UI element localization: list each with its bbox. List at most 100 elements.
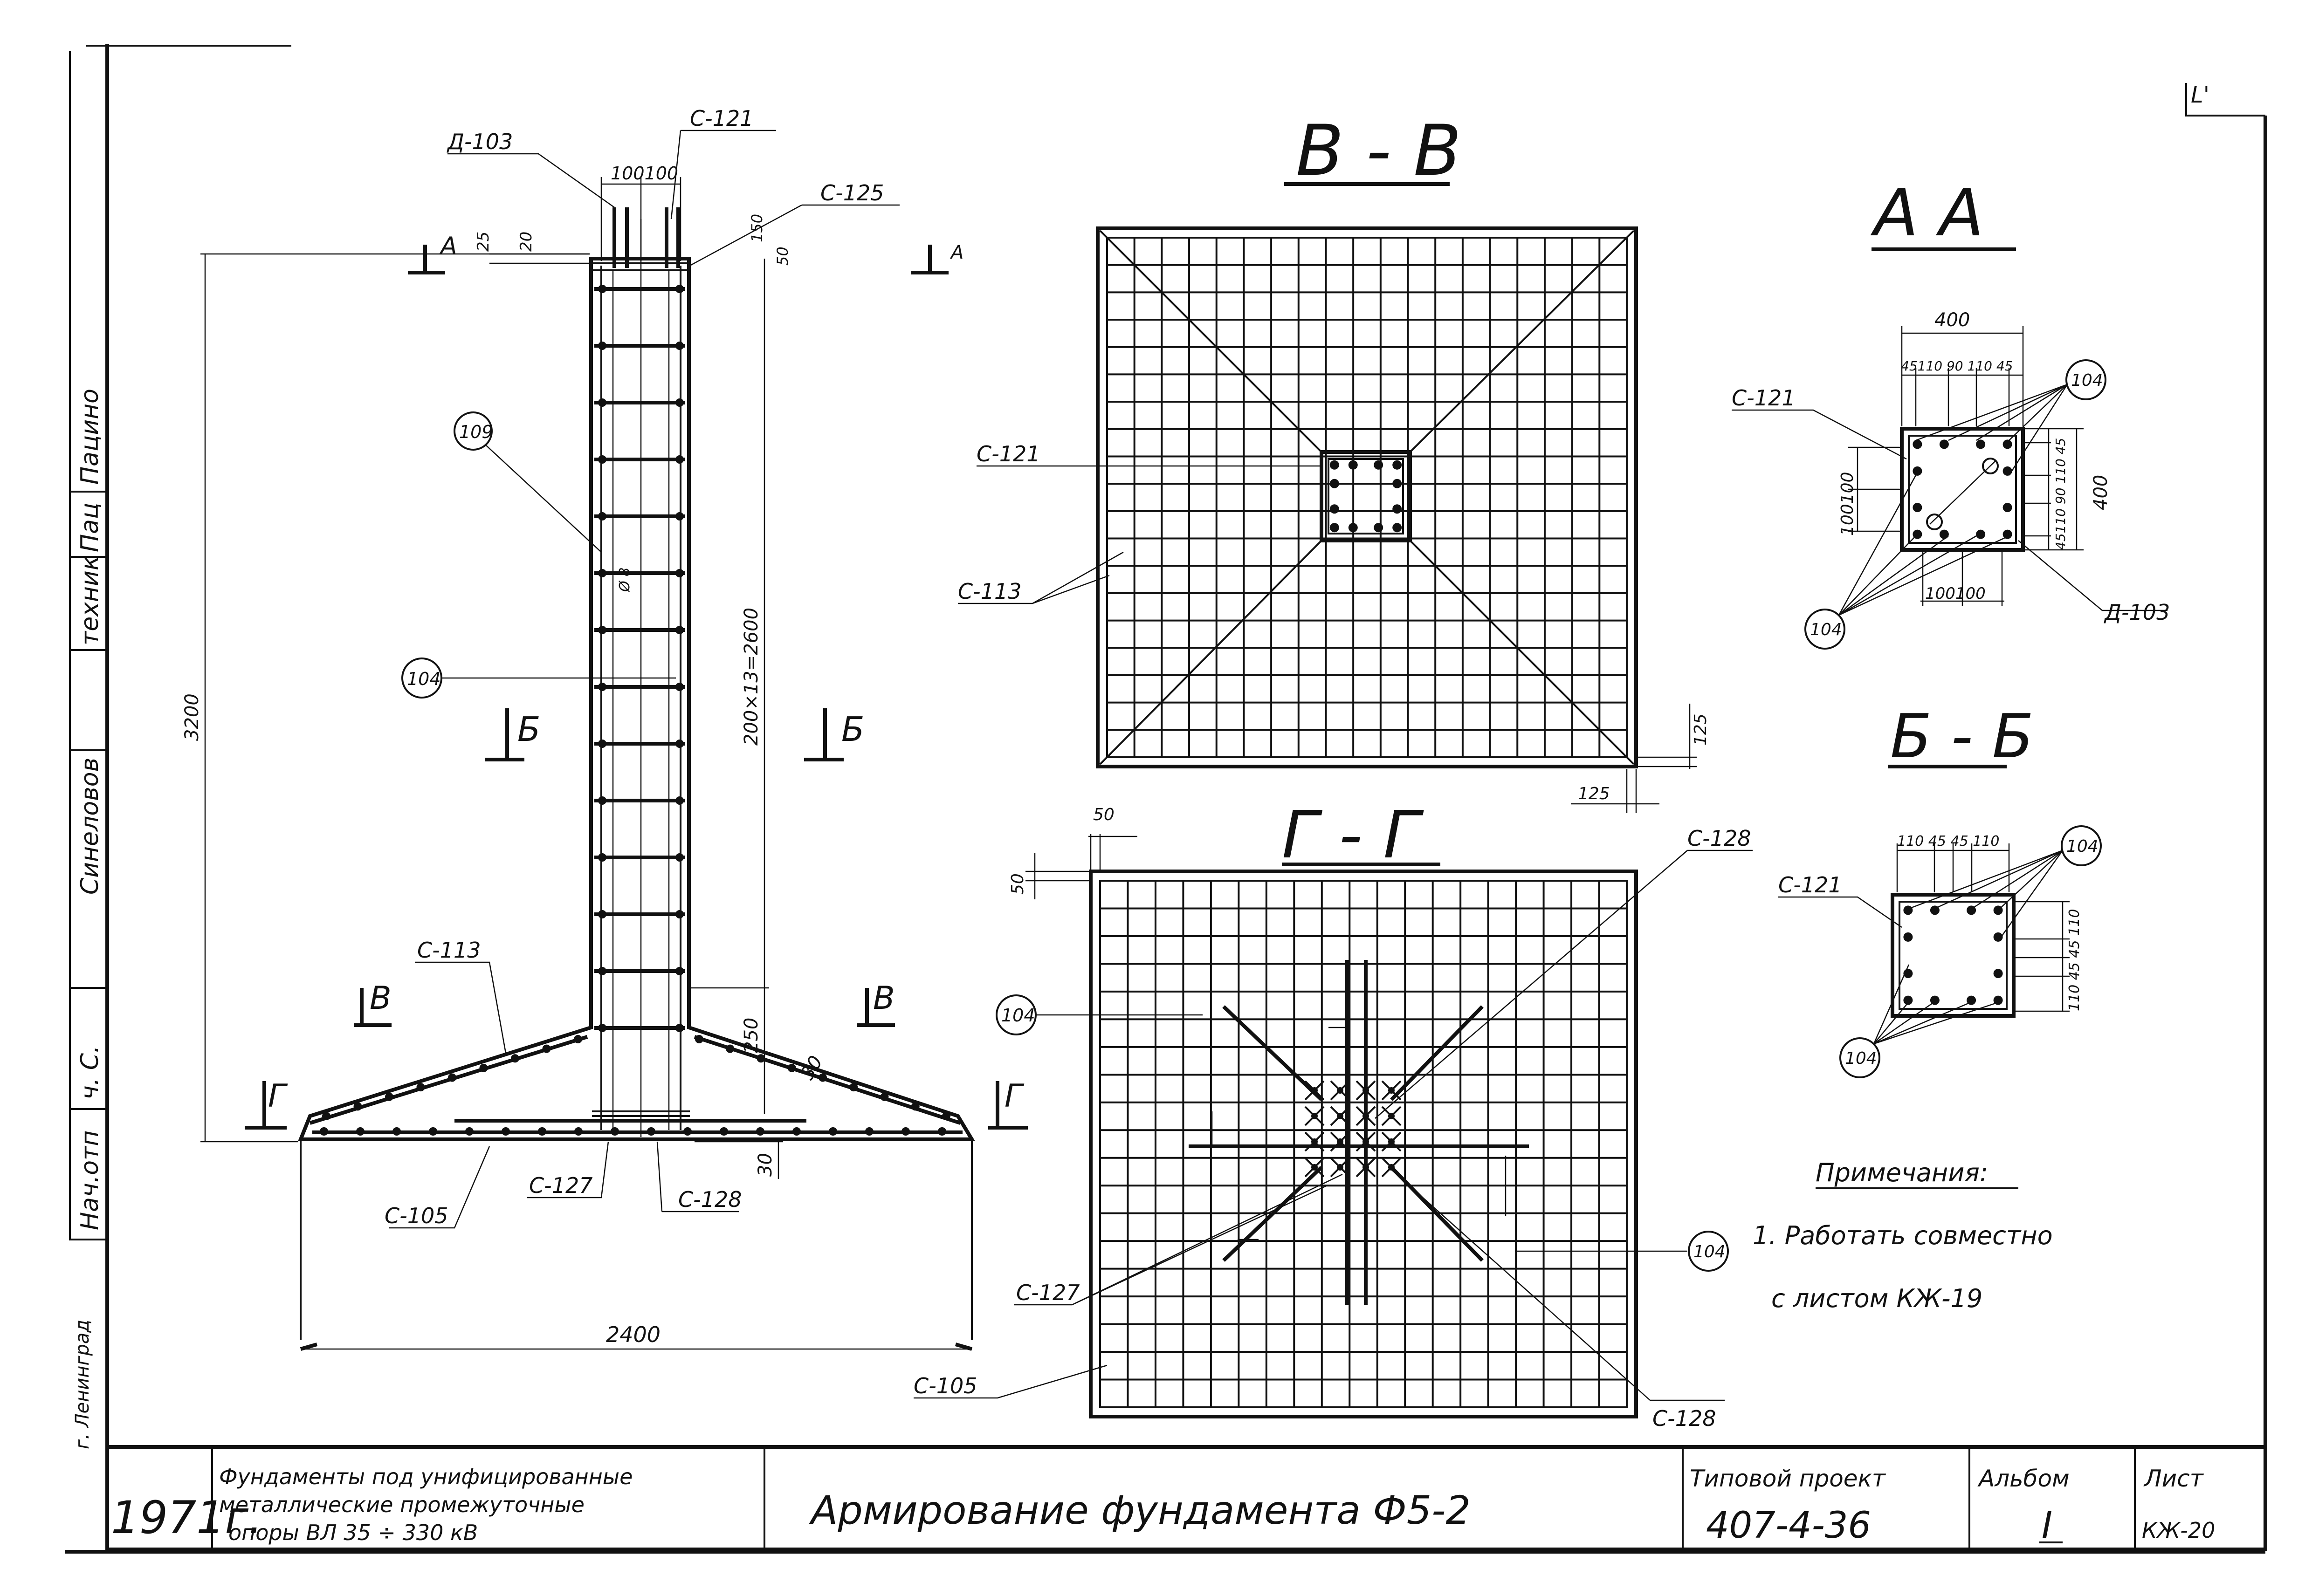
slab-bar-dot bbox=[911, 1102, 920, 1111]
corner-stamp: L' bbox=[2191, 82, 2209, 108]
slab-bar-dot bbox=[611, 1127, 619, 1136]
stirrup-bar-dot bbox=[675, 569, 684, 577]
mesh-cross-gg bbox=[1304, 1080, 1402, 1178]
sig-tekhnik: техник bbox=[76, 555, 104, 645]
column-bar bbox=[1976, 439, 1986, 449]
notes-line-1: 1. Работать совместно bbox=[1753, 1221, 2053, 1250]
stirrup-bar-dot bbox=[598, 626, 606, 634]
cut-v-right: В bbox=[873, 980, 895, 1017]
gg-label-c128-bottom: С-128 bbox=[1652, 1406, 1716, 1431]
slab-bar-dot bbox=[322, 1112, 330, 1120]
project-label: Типовой проект bbox=[1690, 1465, 1886, 1492]
dim-25: 25 bbox=[474, 232, 493, 252]
label-c121: С-121 bbox=[690, 106, 754, 131]
slab-bar-dot bbox=[353, 1102, 362, 1111]
slab-bar-dot bbox=[542, 1044, 551, 1053]
cut-b-left: Б bbox=[517, 710, 540, 749]
slab-bar-dot bbox=[416, 1083, 425, 1092]
slab-bar-dot bbox=[465, 1127, 474, 1136]
sig-sinelovov: Синеловов bbox=[76, 758, 104, 895]
tie-note: Ø 8 bbox=[617, 568, 633, 593]
slab-bar-dot bbox=[942, 1112, 950, 1120]
slab-bar-dot bbox=[502, 1127, 510, 1136]
stirrups bbox=[594, 285, 685, 1032]
label-c113: С-113 bbox=[417, 938, 481, 963]
stirrup-bar-dot bbox=[675, 853, 684, 862]
aa-callout-104-bottom: 104 bbox=[1810, 620, 1842, 639]
label-c125: С-125 bbox=[820, 180, 884, 205]
sig-ch-s: ч. С. bbox=[76, 1045, 104, 1100]
mesh-bar bbox=[1311, 1164, 1318, 1171]
section-vv: В - В С-121 С-113 125 125 bbox=[958, 110, 1710, 813]
dim-30-lower: 30 bbox=[755, 1153, 776, 1177]
aa-dim-height: 400 bbox=[2090, 475, 2112, 510]
slab-bar-dot bbox=[880, 1092, 889, 1101]
slab-bar-dot bbox=[756, 1127, 764, 1136]
aa-callout-104-top: 104 bbox=[2071, 371, 2103, 390]
title-gg: Г - Г bbox=[1282, 797, 1424, 873]
mesh-bar bbox=[1337, 1113, 1343, 1119]
slab-bar-dot bbox=[320, 1127, 328, 1136]
sig-pac: Пац bbox=[76, 503, 104, 552]
dim-top-spacing: 100100 bbox=[611, 163, 678, 184]
notes: Примечания: 104 1. Работать совместно с … bbox=[1515, 1158, 2053, 1313]
cut-g-left: Г bbox=[268, 1078, 288, 1115]
stirrup-bar-dot bbox=[675, 285, 684, 293]
column-bar bbox=[1329, 479, 1339, 488]
slab-bar-dot bbox=[865, 1127, 874, 1136]
column-bar bbox=[1329, 523, 1339, 533]
title-block: 1971г. Фундаменты под унифицированные ме… bbox=[65, 1445, 2265, 1554]
project-number: 407-4-36 bbox=[1706, 1505, 1871, 1547]
bb-label-c121: С-121 bbox=[1778, 872, 1842, 897]
mesh-bar bbox=[1388, 1138, 1395, 1145]
slab-bar-dot bbox=[819, 1073, 827, 1082]
label-d103: Д-103 bbox=[447, 129, 513, 154]
column-bar bbox=[1903, 932, 1913, 942]
slab-bar-dot bbox=[829, 1127, 837, 1136]
mesh-bar bbox=[1311, 1138, 1318, 1145]
mesh-bar bbox=[1337, 1138, 1343, 1145]
slab-bar-dot bbox=[574, 1127, 583, 1136]
aa-dim-bottom: 100100 bbox=[1925, 584, 1986, 603]
gg-dim-50-left: 50 bbox=[1008, 873, 1027, 895]
sheet-label: Лист bbox=[2143, 1465, 2204, 1492]
dim-spacing: 200×13=2600 bbox=[741, 608, 762, 746]
column-bar bbox=[1374, 460, 1383, 470]
column-bar bbox=[1913, 439, 1922, 449]
dim-20: 20 bbox=[517, 232, 536, 252]
sheet-title: Армирование фундамента Ф5-2 bbox=[809, 1487, 1471, 1533]
slab-bar-dot bbox=[757, 1054, 765, 1063]
stirrup-bar-dot bbox=[675, 683, 684, 691]
column-bar bbox=[1913, 503, 1922, 513]
cut-g-right: Г bbox=[1005, 1078, 1025, 1115]
dim-width: 2400 bbox=[606, 1322, 661, 1347]
slab-bar-dot bbox=[720, 1127, 728, 1136]
gg-label-c105: С-105 bbox=[914, 1373, 977, 1398]
grid-gg bbox=[1100, 881, 1627, 1407]
grid-vv bbox=[1107, 238, 1627, 757]
column-bar bbox=[1903, 905, 1913, 915]
notes-callout-104: 104 bbox=[1693, 1242, 1726, 1261]
gg-label-c127: С-127 bbox=[1016, 1280, 1080, 1305]
column-bar bbox=[1392, 523, 1402, 533]
title-vv: В - В bbox=[1296, 110, 1461, 192]
stirrup-bar-dot bbox=[675, 740, 684, 748]
column-bar bbox=[1939, 439, 1949, 449]
mesh-bar bbox=[1362, 1087, 1369, 1094]
section-gg: Г - Г 50 50 С-128 104 С-127 С-105 С-128 bbox=[914, 797, 1753, 1431]
signature-column: Пацино Пац техник Синеловов ч. С. Нач.от… bbox=[69, 51, 107, 1449]
slab-bar-dot bbox=[726, 1044, 735, 1053]
vv-dim-125a: 125 bbox=[1691, 713, 1710, 746]
aa-dim-side-right: 45110 90 110 45 bbox=[2053, 438, 2068, 550]
mesh-bar bbox=[1311, 1087, 1318, 1094]
stirrup-bar-dot bbox=[675, 910, 684, 918]
title-aa: А А bbox=[1870, 175, 1984, 251]
album-number: I bbox=[2042, 1505, 2052, 1547]
slab-bar-dot bbox=[647, 1127, 655, 1136]
cut-a-right: А bbox=[950, 242, 963, 263]
stirrup-bar-dot bbox=[675, 512, 684, 521]
slab-bar-dot bbox=[849, 1083, 858, 1092]
desc-line-2: металлические промежуточные bbox=[219, 1492, 585, 1517]
dim-250: 250 bbox=[741, 1018, 762, 1053]
